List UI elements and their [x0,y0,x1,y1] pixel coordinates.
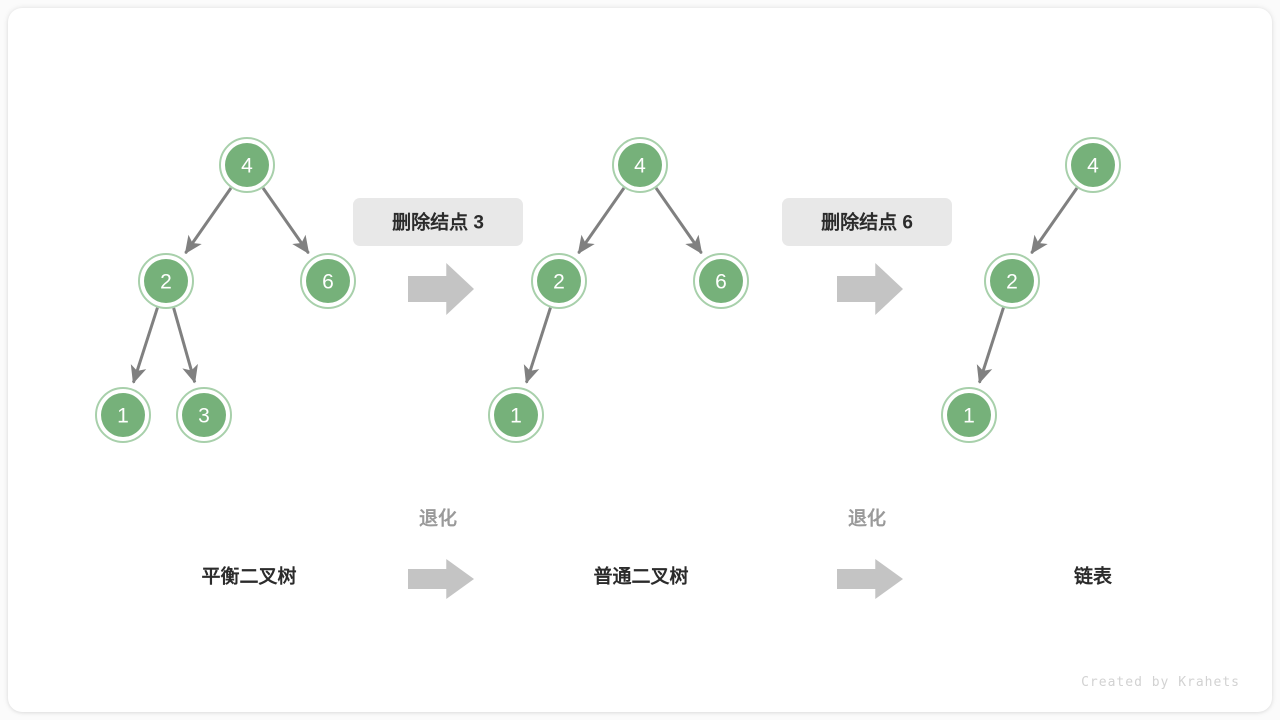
degrade-arrow-icon [408,559,474,599]
tree-node-ring [612,137,668,193]
transition-delete-3: 删除结点 3 退化 [353,198,523,599]
tree-node-value: 1 [117,405,129,428]
tree-node-circle [494,393,538,437]
tree-node-ring [176,387,232,443]
tree-node-circle [699,259,743,303]
tree-node-ring [95,387,151,443]
tree-node-circle [182,393,226,437]
tree-node-circle [225,143,269,187]
tree-node-ring [219,137,275,193]
tree-node-ring [984,253,1040,309]
tree-node-circle [618,143,662,187]
tree-node-value: 1 [963,405,975,428]
stage-caption: 普通二叉树 [593,565,688,588]
tree-edge [523,307,552,384]
tree-node: 2 [138,253,194,309]
stage-caption: 链表 [1074,565,1113,588]
transition-arrow-icon [837,263,903,315]
tree-node-value: 4 [1087,155,1099,178]
tree-edge [1030,187,1079,255]
tree-edge [130,307,159,384]
tree-node-circle [101,393,145,437]
tree-node: 1 [488,387,544,443]
stage-caption: 平衡二叉树 [201,565,296,588]
tree-node-circle [947,393,991,437]
tree-node-ring [941,387,997,443]
binary-tree-degeneration-diagram: 4 2 6 1 3 4 2 6 1 4 2 1 删除结点 3 退化 删除结点 6 退化 平衡二叉树 普通二叉树… [95,137,1240,690]
transitions-layer: 删除结点 3 退化 删除结点 6 退化 [353,198,952,599]
tree-node-circle [1071,143,1115,187]
transition-arrow-icon [408,263,474,315]
tree-node-value: 2 [553,271,565,294]
diagram-stage: 4 2 6 1 3 4 2 6 1 4 2 1 删除结点 3 退化 删除结点 6 退化 平衡二叉树 普通二叉树… [8,8,1272,712]
tree-node-value: 4 [634,155,646,178]
operation-badge [782,198,952,246]
tree-node-circle [144,259,188,303]
tree-edge [976,307,1005,384]
diagram-card: 4 2 6 1 3 4 2 6 1 4 2 1 删除结点 3 退化 删除结点 6 退化 平衡二叉树 普通二叉树… [8,8,1272,712]
tree-edge [654,187,703,255]
tree-node-value: 2 [1006,271,1018,294]
tree-node-ring [488,387,544,443]
tree-node-circle [990,259,1034,303]
tree-node: 2 [531,253,587,309]
tree-node-circle [306,259,350,303]
transition-delete-6: 删除结点 6 退化 [782,198,952,599]
tree-node: 4 [1065,137,1121,193]
tree-edge [184,187,233,255]
tree-node-value: 4 [241,155,253,178]
tree-node-ring [1065,137,1121,193]
tree-edge [172,307,198,384]
tree-node-value: 2 [160,271,172,294]
degrade-label: 退化 [419,507,457,530]
tree-node: 4 [219,137,275,193]
tree-node: 2 [984,253,1040,309]
tree-edges-layer [130,187,1079,384]
watermark-text: Created by Krahets [1081,675,1240,690]
tree-node: 6 [300,253,356,309]
tree-node-ring [138,253,194,309]
operation-badge-label: 删除结点 6 [821,211,913,234]
tree-node: 3 [176,387,232,443]
tree-edge [577,187,626,255]
operation-badge-label: 删除结点 3 [392,211,484,234]
tree-edge [261,187,310,255]
operation-badge [353,198,523,246]
degrade-arrow-icon [837,559,903,599]
tree-node: 1 [941,387,997,443]
tree-nodes-layer: 4 2 6 1 3 4 2 6 1 4 2 1 [95,137,1121,443]
tree-node-ring [300,253,356,309]
tree-node-circle [537,259,581,303]
tree-node-value: 3 [198,405,210,428]
tree-node: 6 [693,253,749,309]
tree-node: 1 [95,387,151,443]
degrade-label: 退化 [848,507,886,530]
tree-node-value: 1 [510,405,522,428]
tree-node-ring [531,253,587,309]
captions-layer: 平衡二叉树 普通二叉树 链表 [201,565,1113,588]
tree-node-value: 6 [715,271,727,294]
tree-node-value: 6 [322,271,334,294]
tree-node-ring [693,253,749,309]
tree-node: 4 [612,137,668,193]
